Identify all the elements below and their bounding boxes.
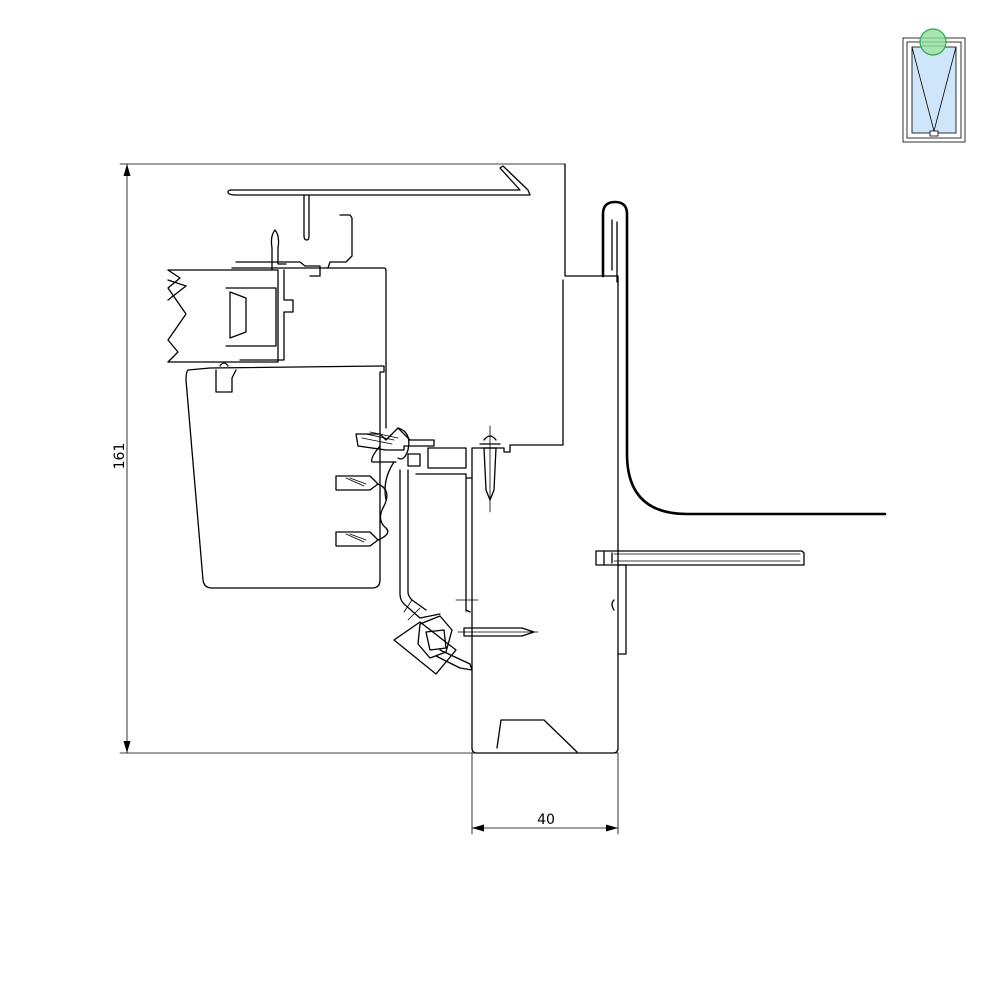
bottom-screw — [455, 587, 539, 637]
hinge-gasket-cluster — [335, 427, 473, 619]
window-bottom-hung-icon — [902, 28, 966, 143]
outer-frame-profile — [471, 163, 619, 754]
height-dimension: 161 — [112, 163, 619, 754]
sash-profile — [167, 214, 387, 589]
top-screw — [479, 425, 501, 513]
exterior-flashing — [601, 200, 887, 516]
window-sill — [595, 550, 805, 655]
top-flashing — [227, 165, 531, 241]
width-dimension: 40 — [471, 752, 619, 835]
width-dimension-label: 40 — [537, 812, 555, 828]
height-dimension-label: 161 — [112, 443, 128, 470]
lower-hinge-bracket — [393, 599, 473, 675]
